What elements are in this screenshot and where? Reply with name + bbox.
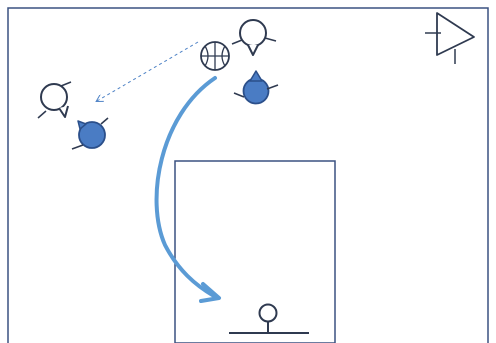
defender-left <box>71 117 109 150</box>
paint-area <box>174 160 336 343</box>
basketball-icon <box>200 41 230 71</box>
offensive-player-left <box>37 81 72 119</box>
court-boundary <box>7 7 489 343</box>
cut-arrow <box>154 76 221 303</box>
pass-arrow <box>97 41 199 101</box>
basket-hoop-icon <box>229 303 309 334</box>
offensive-player-top <box>231 19 277 56</box>
defender-top <box>233 70 279 105</box>
coach-triangle-icon <box>425 12 475 64</box>
